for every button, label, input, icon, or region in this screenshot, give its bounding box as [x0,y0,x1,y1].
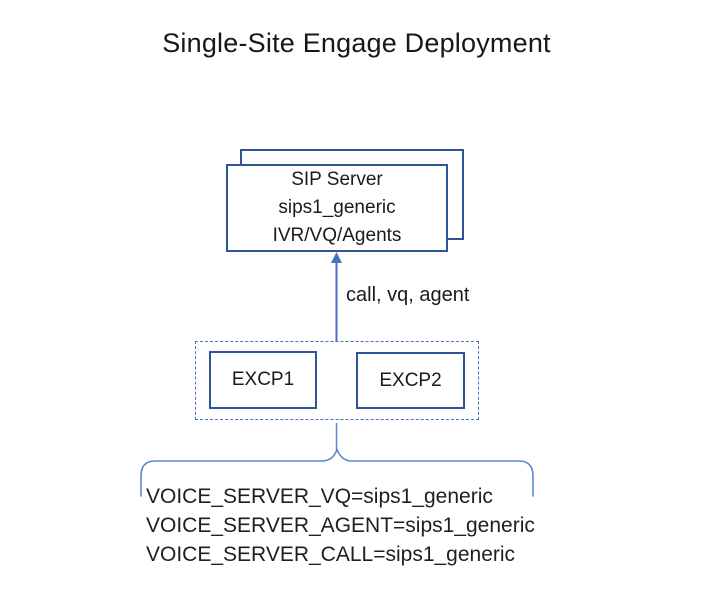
env-var-line-vq: VOICE_SERVER_VQ=sips1_generic [146,485,493,508]
diagram-title: Single-Site Engage Deployment [162,28,551,58]
sip-server-instance: sips1_generic [278,197,396,218]
excp2-label: EXCP2 [379,369,442,391]
excp-group-box [195,341,479,420]
flow-arrow-head [331,252,342,263]
env-vars-block: VOICE_SERVER_VQ=sips1_generic VOICE_SERV… [146,482,535,569]
arrow-label: call, vq, agent [346,284,470,306]
excp2-box: EXCP2 [356,352,465,409]
sip-server-roles: IVR/VQ/Agents [272,225,402,246]
env-var-line-call: VOICE_SERVER_CALL=sips1_generic [146,543,516,566]
sip-server-box: SIP Server sips1_generic IVR/VQ/Agents [226,164,448,252]
sip-server-name: SIP Server [291,169,383,190]
excp1-label: EXCP1 [231,369,295,390]
env-var-line-agent: VOICE_SERVER_AGENT=sips1_generic [146,514,535,537]
excp1-box: EXCP1 [209,351,317,409]
